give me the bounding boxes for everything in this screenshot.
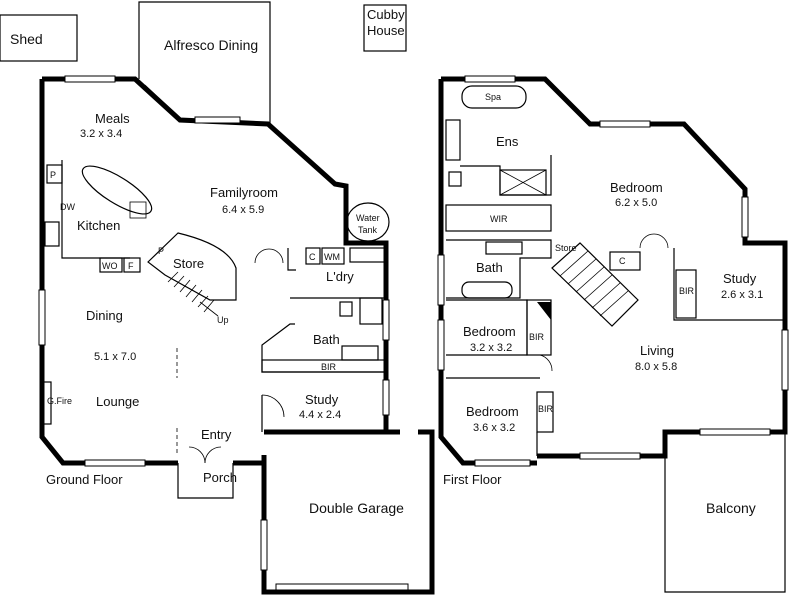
- window: [84, 459, 146, 467]
- window: [260, 519, 268, 571]
- spa-bath: [461, 85, 527, 109]
- room-label: 5.1 x 7.0: [94, 351, 136, 363]
- room-label: Shed: [10, 31, 43, 47]
- first-stair: [551, 242, 639, 327]
- window: [781, 329, 789, 391]
- room-label: WIR: [490, 214, 508, 224]
- room-label: Porch: [203, 470, 237, 485]
- room-label: Ens: [496, 134, 519, 149]
- gas-fire: [41, 381, 52, 425]
- room-label: WO: [102, 261, 118, 271]
- room-label: Bedroom: [463, 324, 516, 339]
- window: [194, 116, 241, 124]
- window: [741, 196, 749, 238]
- room-label: Store: [173, 256, 204, 271]
- window: [38, 289, 46, 346]
- alfresco-dining: Alfresco Dining: [138, 1, 271, 124]
- room-label: P: [50, 170, 56, 180]
- room-label: BIR: [321, 362, 337, 372]
- vanity-icon: [445, 119, 461, 161]
- room-label: WM: [324, 252, 340, 262]
- room-label: House: [367, 23, 405, 38]
- room-label: L'dry: [326, 269, 354, 284]
- vanity-icon: [341, 345, 379, 361]
- room-label: 6.4 x 5.9: [222, 204, 264, 216]
- shed: Shed: [0, 14, 78, 62]
- vanity-icon: [485, 241, 523, 255]
- room-label: Lounge: [96, 394, 139, 409]
- room-label: Bedroom: [466, 404, 519, 419]
- toilet-icon: [448, 171, 462, 187]
- room-label: Study: [305, 392, 339, 407]
- room-label: 3.2 x 3.2: [470, 342, 512, 354]
- room-label: P: [158, 246, 164, 256]
- pantry: [46, 164, 63, 184]
- room-label: C: [619, 256, 626, 266]
- room-label: 3.6 x 3.2: [473, 422, 515, 434]
- room-label: C: [309, 252, 316, 262]
- room-label: Bedroom: [610, 180, 663, 195]
- ground-floor-plan: Meals 3.2 x 3.4 Familyroom 6.4 x 5.9 Kit…: [38, 75, 435, 595]
- room-label: Dining: [86, 308, 123, 323]
- water-tank: [346, 202, 390, 242]
- window: [437, 254, 445, 306]
- window: [599, 120, 651, 128]
- shower: [499, 169, 547, 196]
- room-label: Store: [555, 243, 577, 253]
- room-label: Double Garage: [309, 500, 404, 516]
- room-label: 8.0 x 5.8: [635, 361, 677, 373]
- room-label: Alfresco Dining: [164, 37, 258, 53]
- room-label: Water: [356, 213, 380, 223]
- room-label: Study: [723, 271, 757, 286]
- room-label: BIR: [538, 404, 554, 414]
- room-label: Living: [640, 343, 674, 358]
- room-label: 3.2 x 3.4: [80, 128, 122, 140]
- room-label: Meals: [95, 111, 130, 126]
- room-label: BIR: [679, 286, 695, 296]
- room-label: Balcony: [706, 500, 756, 516]
- room-label: DW: [60, 202, 75, 212]
- room-label: 2.6 x 3.1: [721, 289, 763, 301]
- cubby-house: Cubby House: [363, 4, 407, 52]
- window: [579, 452, 641, 460]
- room-label: Ground Floor: [46, 472, 123, 487]
- room-label: Spa: [485, 92, 501, 102]
- window: [437, 319, 445, 371]
- room-label: Familyroom: [210, 185, 278, 200]
- window: [64, 75, 116, 83]
- room-label: BIR: [529, 332, 545, 342]
- room-label: Tank: [358, 225, 378, 235]
- window: [382, 379, 390, 416]
- room-label: First Floor: [443, 472, 502, 487]
- room-label: Entry: [201, 427, 232, 442]
- room-label: Up: [217, 315, 229, 325]
- toilet-icon: [339, 301, 353, 317]
- first-floor-plan: Spa Ens Bedroom 6.2 x 5.0 WIR Store C Ba…: [437, 75, 789, 593]
- ground-stair: [147, 232, 237, 301]
- room-label: G.Fire: [47, 396, 72, 406]
- room-label: 6.2 x 5.0: [615, 197, 657, 209]
- room-label: 4.4 x 2.4: [299, 409, 341, 421]
- garage-door: [275, 583, 409, 591]
- window: [382, 299, 390, 341]
- room-label: Kitchen: [77, 218, 120, 233]
- room-label: F: [128, 261, 134, 271]
- room-label: Bath: [313, 332, 340, 347]
- room-label: Bath: [476, 260, 503, 275]
- sink-icon: [44, 221, 60, 247]
- window: [474, 459, 531, 467]
- room-label: Cubby: [367, 7, 405, 22]
- kitchen-island: [81, 165, 153, 215]
- walk-in-robe: [445, 204, 552, 232]
- window: [699, 428, 771, 436]
- cooktop-icon: [129, 201, 147, 219]
- window: [464, 75, 516, 83]
- bathtub-icon: [461, 281, 513, 299]
